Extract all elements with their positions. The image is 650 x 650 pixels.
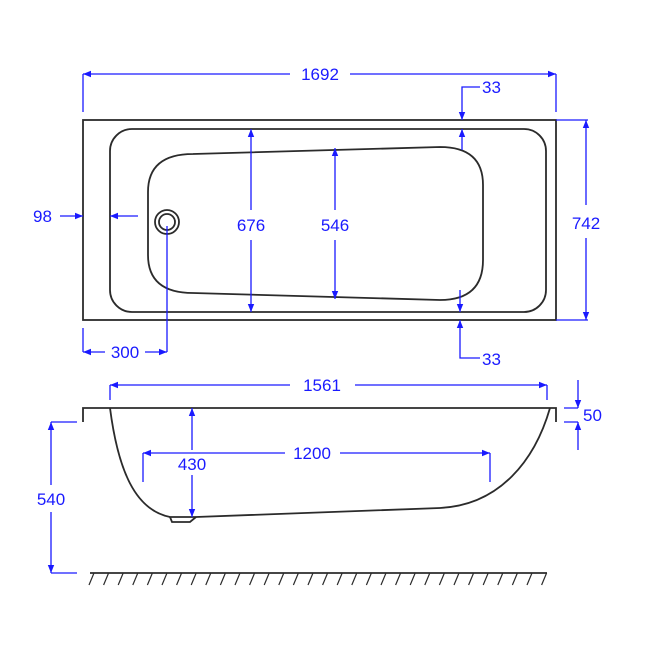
dim-label-depth: 430	[178, 455, 206, 474]
dim-label-rim-bottom: 33	[482, 350, 501, 369]
dim-base-width: 546	[321, 148, 349, 299]
dim-waste-offset: 300	[82, 226, 168, 362]
dim-label-waste-offset: 300	[111, 343, 139, 362]
dim-overall-width: 742	[556, 119, 600, 321]
base-outline	[147, 146, 484, 301]
dim-rim-bottom: 33	[456, 290, 501, 369]
rim-profile	[82, 407, 557, 422]
dim-overall-height: 540	[37, 421, 77, 574]
dim-label-rim-top: 33	[482, 78, 501, 97]
dim-label-base-width: 546	[321, 216, 349, 235]
dim-rim-thickness: 50	[564, 380, 602, 450]
dim-label-base-length: 1200	[293, 444, 331, 463]
outer-rim-outline	[82, 119, 557, 321]
dim-inner-length: 1561	[109, 376, 548, 400]
dim-rim-end: 98	[33, 207, 138, 226]
side-view	[82, 407, 557, 586]
dim-label-overall-height: 540	[37, 490, 65, 509]
dim-label-inner-length: 1561	[303, 376, 341, 395]
dim-label-overall-width: 742	[572, 214, 600, 233]
dim-base-length: 1200	[142, 444, 491, 482]
dim-label-overall-length: 1692	[301, 65, 339, 84]
plan-view	[82, 119, 557, 321]
dim-label-inner-width: 676	[237, 216, 265, 235]
tub-profile	[109, 407, 551, 518]
dim-depth: 430	[178, 408, 206, 517]
dim-overall-length: 1692	[82, 65, 557, 112]
waste-outlet-profile	[169, 516, 197, 523]
floor-hatch	[88, 572, 548, 586]
dim-rim-top: 33	[458, 78, 501, 150]
dim-label-rim-end: 98	[33, 207, 52, 226]
dim-inner-width: 676	[237, 129, 265, 312]
inner-basin-outline	[109, 128, 547, 313]
dim-label-rim-thickness: 50	[583, 406, 602, 425]
